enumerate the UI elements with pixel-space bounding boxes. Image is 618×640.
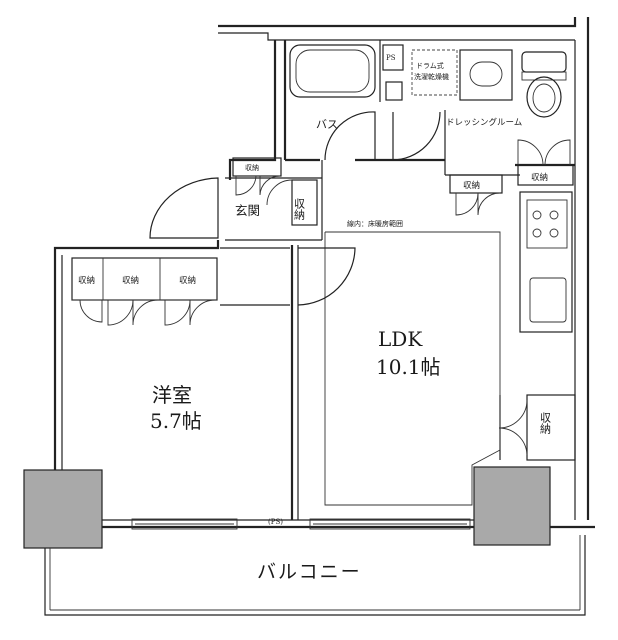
bath-door	[324, 111, 376, 161]
interior-walls	[220, 40, 575, 520]
storage-label-western-3: 収納	[179, 275, 196, 286]
storage-label-ldk-right: 収納	[539, 412, 552, 435]
washer-label-2: 洗濯乾燥機	[414, 72, 449, 81]
floor-heating-label: 線内：床暖房範囲	[347, 219, 403, 228]
column-left	[23, 469, 103, 549]
storage-label-dressing: 収納	[531, 172, 548, 183]
storage-label-ldk-top: 収納	[463, 180, 480, 191]
entrance-closets	[232, 157, 318, 226]
washer-box	[411, 49, 458, 96]
kitchen	[519, 191, 573, 333]
entrance-door	[149, 177, 219, 239]
western-closets	[71, 257, 218, 326]
western-room-size: 5.7帖	[150, 409, 202, 433]
column-right	[473, 466, 551, 546]
storage-label-entrance-top: 収納	[245, 163, 259, 172]
storage-label-western-1: 収納	[78, 275, 95, 286]
storage-label-western-2: 収納	[122, 275, 139, 286]
ldk-name: LDK	[378, 327, 423, 351]
windows	[131, 518, 471, 530]
ps-label: PS	[386, 54, 396, 62]
ps-paren-label: (PS)	[268, 518, 283, 526]
storage-label-shoe: 収納	[293, 198, 306, 221]
dressing-label: ドレッシングルーム	[446, 117, 522, 128]
ps-shaft	[382, 44, 404, 71]
floor-heating-line	[324, 231, 501, 506]
bathtub	[289, 44, 376, 98]
washer-label-1: ドラム式	[416, 61, 444, 70]
ldk-size: 10.1帖	[376, 355, 441, 379]
outer-walls	[53, 17, 595, 529]
entrance-label: 玄関	[235, 203, 260, 218]
western-room-name: 洋室	[152, 383, 192, 407]
bath-label: バス	[316, 118, 338, 131]
wash-basin	[459, 49, 513, 101]
balcony-label: バルコニー	[257, 561, 362, 583]
balcony-outline	[44, 535, 586, 616]
toilet	[521, 51, 567, 118]
corridor-door	[297, 247, 356, 306]
dressing-door	[392, 111, 441, 161]
